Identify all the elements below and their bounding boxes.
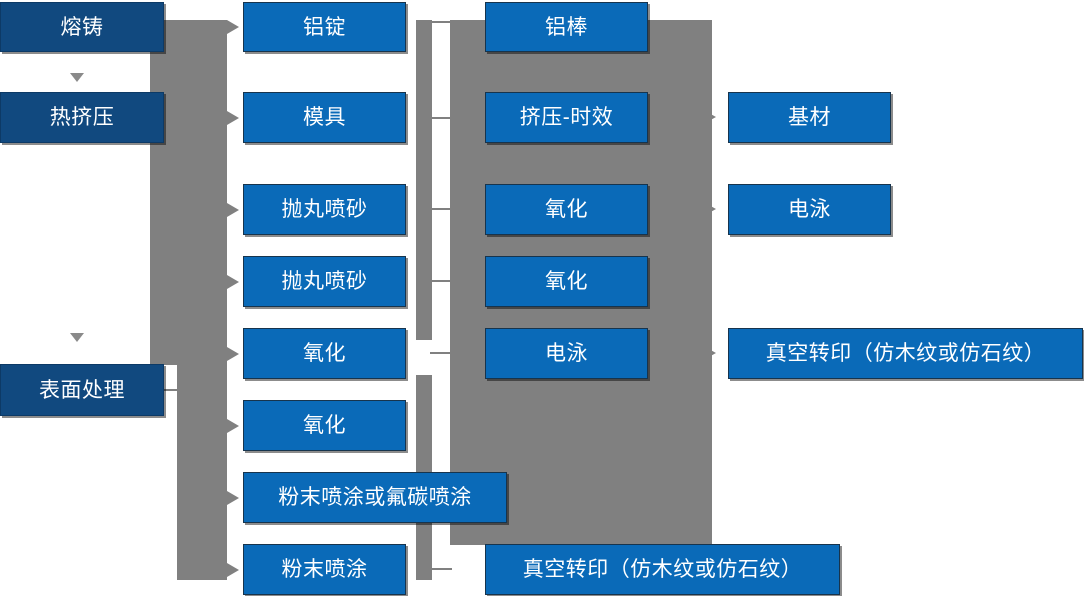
output-box-electrophoresis[interactable]: 电泳	[728, 184, 891, 235]
tie-line-oxidation-1	[430, 208, 452, 210]
tie-line-electrophoresis	[430, 352, 452, 354]
stage-label-melting: 熔铸	[60, 15, 104, 39]
arrow-to-process-powder-or-fluorocarbon	[227, 491, 239, 505]
connector-band-left-upper	[150, 20, 227, 365]
process-box-mold[interactable]: 模具	[243, 92, 406, 143]
sub-process-label-electrophoresis: 电泳	[545, 342, 588, 365]
process-label-shotblast-2: 抛丸喷砂	[281, 270, 368, 293]
output-box-substrate[interactable]: 基材	[728, 92, 891, 143]
process-label-mold: 模具	[303, 106, 346, 129]
process-label-ingot: 铝锭	[303, 15, 346, 39]
stage-box-surface-treatment[interactable]: 表面处理	[0, 364, 164, 416]
sub-process-box-electrophoresis[interactable]: 电泳	[485, 328, 648, 379]
arrow-down-extrusion-to-surface	[70, 333, 84, 342]
tie-line-vacuum-transfer	[430, 568, 452, 570]
connector-bar-middle-upper	[416, 20, 432, 340]
arrow-to-process-oxidation-1	[227, 347, 239, 361]
arrow-to-process-oxidation-2	[227, 419, 239, 433]
sub-process-label-oxidation-1: 氧化	[545, 198, 588, 221]
arrow-to-process-ingot	[227, 20, 239, 34]
tie-line-oxidation-2	[430, 280, 452, 282]
sub-process-label-oxidation-2: 氧化	[545, 270, 588, 293]
connector-stub-surface-treatment	[164, 389, 180, 391]
sub-process-label-extrude-aging: 挤压-时效	[519, 106, 614, 129]
process-box-oxidation-1[interactable]: 氧化	[243, 328, 406, 379]
arrow-to-output-vacuum-transfer	[707, 348, 716, 358]
sub-process-box-extrude-aging[interactable]: 挤压-时效	[485, 92, 648, 143]
process-box-powder-spray[interactable]: 粉末喷涂	[243, 544, 406, 595]
process-label-powder-spray: 粉末喷涂	[281, 558, 368, 581]
arrow-to-output-electrophoresis	[707, 204, 716, 214]
process-box-shotblast-2[interactable]: 抛丸喷砂	[243, 256, 406, 307]
sub-process-box-oxidation-2[interactable]: 氧化	[485, 256, 648, 307]
stage-box-hot-extrusion[interactable]: 热挤压	[0, 92, 164, 143]
arrow-to-process-mold	[227, 111, 239, 125]
process-box-oxidation-2[interactable]: 氧化	[243, 400, 406, 451]
tie-line-bar	[430, 21, 452, 23]
output-label-vacuum-transfer: 真空转印（仿木纹或仿石纹）	[765, 342, 1046, 365]
stage-label-hot-extrusion: 热挤压	[49, 106, 115, 129]
arrow-to-process-powder-spray	[227, 563, 239, 577]
process-box-ingot[interactable]: 铝锭	[243, 2, 406, 52]
sub-process-box-bar[interactable]: 铝棒	[485, 2, 648, 52]
stage-box-melting[interactable]: 熔铸	[0, 2, 164, 52]
process-box-shotblast-1[interactable]: 抛丸喷砂	[243, 184, 406, 235]
output-box-vacuum-transfer[interactable]: 真空转印（仿木纹或仿石纹）	[728, 328, 1083, 379]
process-label-shotblast-1: 抛丸喷砂	[281, 198, 368, 221]
process-label-powder-or-fluorocarbon: 粉末喷涂或氟碳喷涂	[278, 486, 472, 509]
process-label-oxidation-2: 氧化	[303, 414, 346, 437]
sub-process-box-oxidation-1[interactable]: 氧化	[485, 184, 648, 235]
sub-process-label-bar: 铝棒	[545, 15, 588, 39]
stage-label-surface-treatment: 表面处理	[39, 378, 125, 402]
arrow-to-process-shotblast-2	[227, 275, 239, 289]
output-label-electrophoresis: 电泳	[788, 198, 831, 221]
sub-process-box-vacuum-transfer[interactable]: 真空转印（仿木纹或仿石纹）	[485, 544, 840, 595]
arrow-to-output-substrate	[707, 112, 716, 122]
output-label-substrate: 基材	[788, 106, 831, 129]
sub-process-label-vacuum-transfer: 真空转印（仿木纹或仿石纹）	[522, 558, 803, 581]
arrow-stem-output-vacuum-transfer	[694, 352, 710, 354]
process-label-oxidation-1: 氧化	[303, 342, 346, 365]
connector-band-left-lower	[177, 365, 227, 580]
process-box-powder-or-fluorocarbon[interactable]: 粉末喷涂或氟碳喷涂	[243, 472, 507, 523]
arrow-to-process-shotblast-1	[227, 203, 239, 217]
arrow-down-melting-to-extrusion	[70, 73, 84, 82]
tie-line-extrude-aging	[430, 117, 452, 119]
